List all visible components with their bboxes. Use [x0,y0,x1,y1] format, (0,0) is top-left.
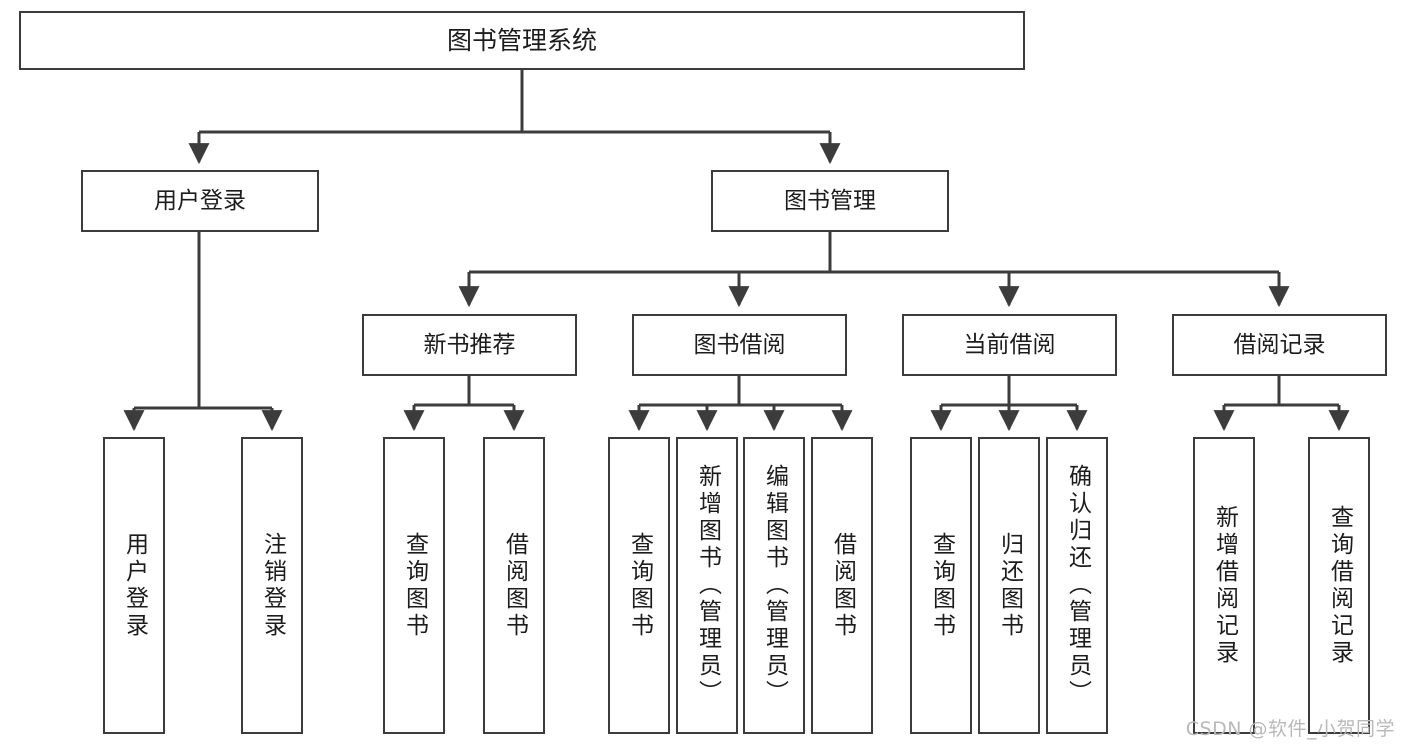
node-label: 图书管理系统 [446,26,597,55]
node-label: 查询图书 [401,531,428,640]
node-label: 用户登录 [121,531,148,640]
node-label: 当前借阅 [963,331,1056,358]
leaf-borrow-record-query-record[interactable]: 查询借阅记录 [1308,437,1370,734]
leaf-current-borrow-confirm-return-admin[interactable]: 确认归还（管理员） [1046,437,1108,734]
leaf-user-login-login[interactable]: 用户登录 [103,437,165,734]
node-label: 借阅图书 [501,531,528,640]
leaf-book-borrow-edit-book-admin[interactable]: 编辑图书（管理员） [743,437,805,734]
leaf-book-borrow-borrow-book[interactable]: 借阅图书 [811,437,873,734]
node-user-login[interactable]: 用户登录 [81,170,319,232]
leaf-user-login-logout[interactable]: 注销登录 [241,437,303,734]
node-label: 新书推荐 [423,331,516,358]
node-label: 编辑图书（管理员） [761,464,788,707]
node-label: 注销登录 [259,531,286,640]
leaf-book-borrow-query-book[interactable]: 查询图书 [608,437,670,734]
node-label: 图书管理 [784,187,876,214]
node-label: 新增借阅记录 [1211,504,1238,667]
node-label: 查询图书 [928,531,955,640]
node-label: 确认归还（管理员） [1064,464,1091,707]
node-borrowing-record[interactable]: 借阅记录 [1172,314,1387,376]
leaf-new-book-borrow-book[interactable]: 借阅图书 [483,437,545,734]
leaf-current-borrow-query-book[interactable]: 查询图书 [910,437,972,734]
leaf-borrow-record-add-record[interactable]: 新增借阅记录 [1193,437,1255,734]
leaf-current-borrow-return-book[interactable]: 归还图书 [978,437,1040,734]
node-book-borrowing[interactable]: 图书借阅 [632,314,847,376]
node-root-book-management-system[interactable]: 图书管理系统 [19,11,1025,70]
node-label: 图书借阅 [693,331,786,358]
node-label: 用户登录 [154,187,246,214]
node-label: 查询图书 [626,531,653,640]
node-label: 新增图书（管理员） [694,464,721,707]
node-label: 归还图书 [996,531,1023,640]
node-new-book-recommendation[interactable]: 新书推荐 [362,314,577,376]
node-current-borrowing[interactable]: 当前借阅 [902,314,1117,376]
node-label: 借阅记录 [1233,331,1326,358]
node-book-management[interactable]: 图书管理 [711,170,949,232]
node-label: 查询借阅记录 [1326,504,1353,667]
leaf-new-book-query-book[interactable]: 查询图书 [383,437,445,734]
leaf-book-borrow-add-book-admin[interactable]: 新增图书（管理员） [676,437,738,734]
node-label: 借阅图书 [829,531,856,640]
